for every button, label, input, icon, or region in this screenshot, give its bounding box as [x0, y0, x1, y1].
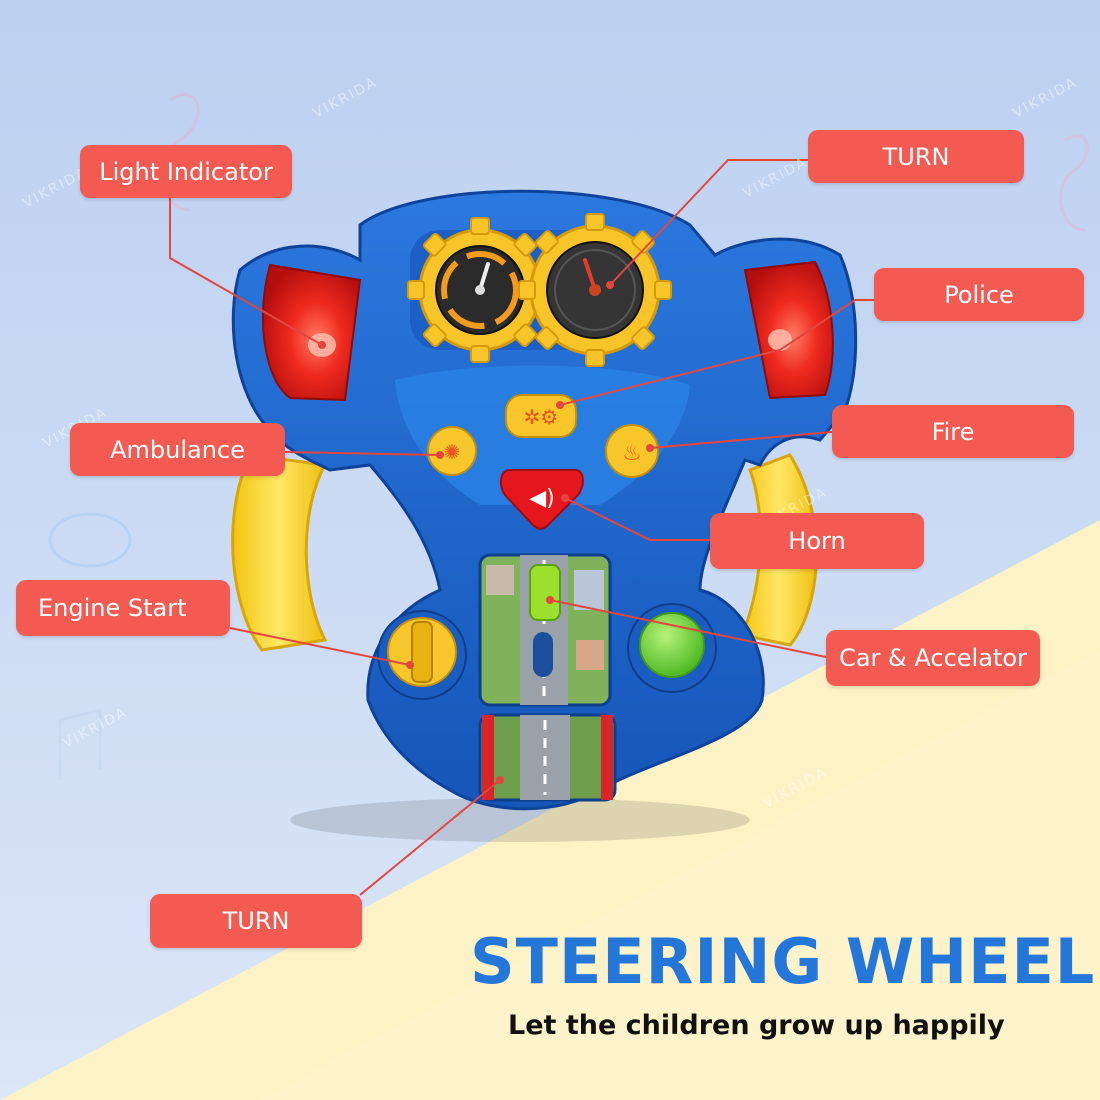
label-engine-start: Engine Start	[16, 580, 230, 636]
ambulance-button: ✺	[427, 426, 477, 476]
accelerator-button	[627, 603, 717, 693]
svg-text:♨: ♨	[622, 441, 642, 466]
label-fire: Fire	[832, 405, 1074, 458]
svg-text:◀): ◀)	[529, 486, 555, 511]
fire-button: ♨	[605, 424, 659, 478]
label-police: Police	[874, 268, 1084, 321]
engine-start-knob	[377, 610, 467, 700]
svg-text:✺: ✺	[444, 440, 461, 464]
speed-gauge-right	[518, 213, 672, 367]
svg-text:✲⚙: ✲⚙	[524, 405, 559, 429]
label-car-accelator: Car & Accelator	[826, 630, 1040, 686]
label-horn: Horn	[710, 513, 924, 569]
road-window	[478, 553, 612, 707]
music-notes-decoration	[48, 93, 1089, 780]
label-turn-top: TURN	[808, 130, 1024, 183]
right-red-light	[743, 260, 834, 400]
speed-gauge-left	[407, 217, 553, 363]
callout-lines	[169, 159, 874, 896]
label-ambulance: Ambulance	[70, 423, 285, 476]
horn-button: ◀)	[499, 469, 584, 530]
headline-subtitle: Let the children grow up happily	[508, 1010, 1005, 1041]
police-button: ✲⚙	[505, 394, 577, 438]
left-grip	[231, 453, 328, 652]
label-turn-bottom: TURN	[150, 894, 362, 948]
bottom-turn-roller	[478, 713, 617, 802]
label-light-indicator: Light Indicator	[80, 145, 292, 198]
headline-title: STEERING WHEEL	[470, 925, 1096, 998]
left-red-light	[261, 263, 362, 402]
